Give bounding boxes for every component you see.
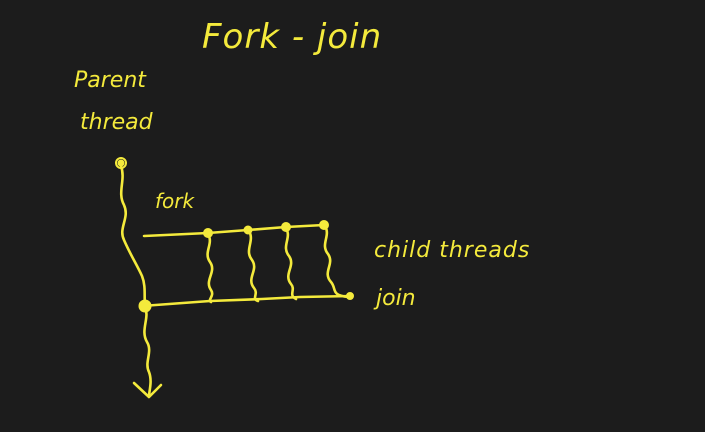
- child-thread-3: [284, 226, 298, 301]
- parent-thread-continuation: [143, 305, 152, 397]
- fork-dot-2: [243, 225, 253, 235]
- arrow-head: [132, 381, 163, 399]
- join-end-dot: [346, 292, 354, 300]
- child-threads-label: child threads: [374, 238, 531, 263]
- join-dot: [138, 299, 152, 313]
- parent-thread-start-dot: [115, 157, 127, 169]
- child-thread-4: [323, 224, 350, 299]
- diagram-title: Fork - join: [202, 17, 383, 57]
- fork-dot-4: [319, 220, 329, 230]
- parent-thread-label-line2: thread: [80, 110, 153, 135]
- fork-label: fork: [155, 189, 195, 213]
- child-thread-2: [247, 229, 260, 303]
- child-thread-1: [206, 232, 214, 304]
- fork-dot-3: [281, 222, 291, 232]
- parent-thread-line: [119, 164, 147, 307]
- join-label: join: [376, 286, 416, 311]
- fork-line: [142, 223, 326, 238]
- parent-thread-label-line1: Parent: [74, 68, 146, 93]
- fork-dot-1: [203, 228, 213, 238]
- join-line: [140, 294, 354, 308]
